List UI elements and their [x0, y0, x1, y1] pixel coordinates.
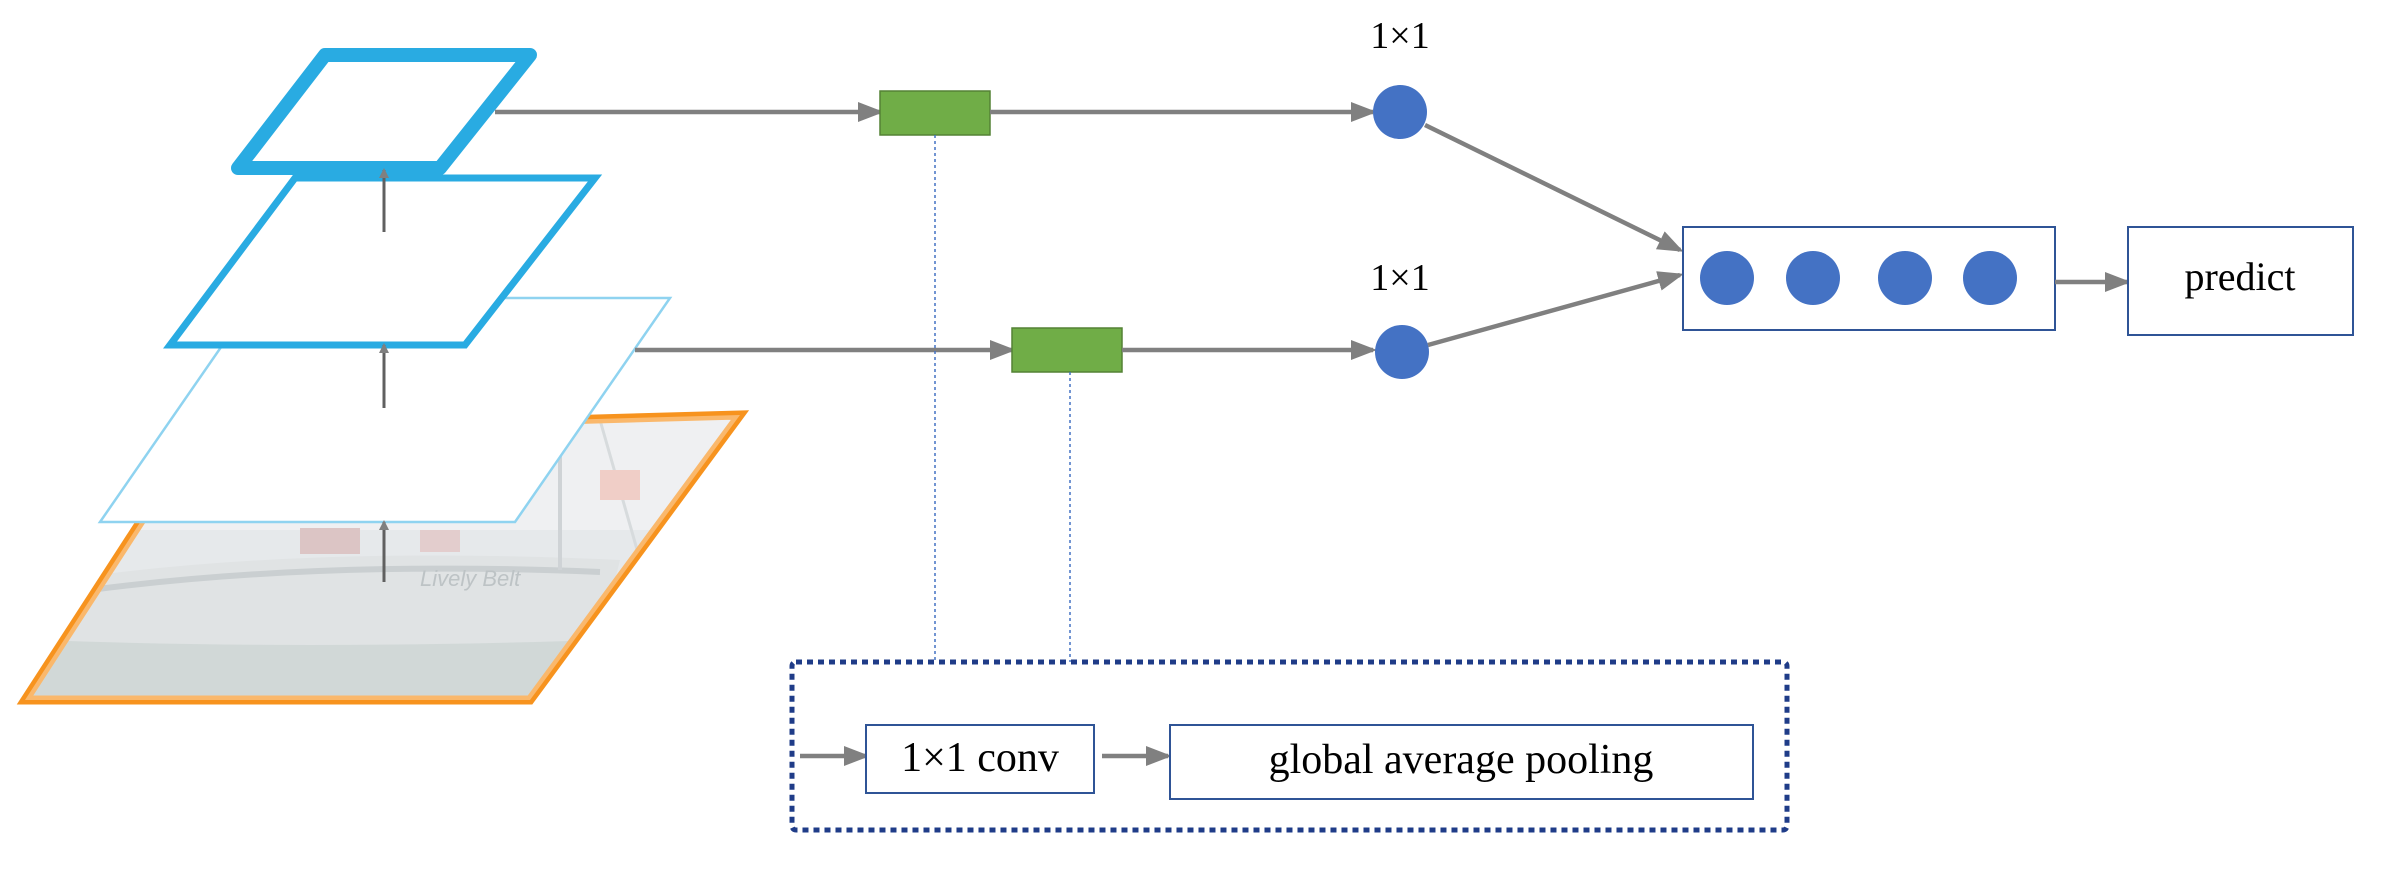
concat-node-2 — [1786, 251, 1840, 305]
concat-node-3 — [1878, 251, 1932, 305]
concat-node-1 — [1700, 251, 1754, 305]
node-bottom — [1375, 325, 1429, 379]
pyramid-level-top — [231, 48, 537, 175]
photo-caption: Lively Belt — [420, 566, 521, 591]
conv-label: 1×1 conv — [901, 735, 1059, 781]
pooling-box — [1169, 724, 1754, 800]
pyramid-level-bottom — [97, 296, 673, 524]
arrow-node-top-to-concat — [1424, 122, 1684, 253]
kernel-label-top: 1×1 — [1370, 15, 1429, 57]
conv-box — [865, 724, 1095, 794]
pyramid-level-middle — [163, 174, 603, 349]
predict-label: predict — [2184, 254, 2295, 299]
node-top — [1373, 85, 1427, 139]
pooling-label: global average pooling — [1269, 737, 1654, 783]
feature-block-top — [879, 90, 991, 136]
feature-block-bottom — [1011, 327, 1123, 373]
arrow-node-bottom-to-concat — [1427, 271, 1684, 348]
concat-node-4 — [1963, 251, 2017, 305]
predict-box — [2127, 226, 2354, 336]
kernel-label-bottom: 1×1 — [1370, 257, 1429, 299]
